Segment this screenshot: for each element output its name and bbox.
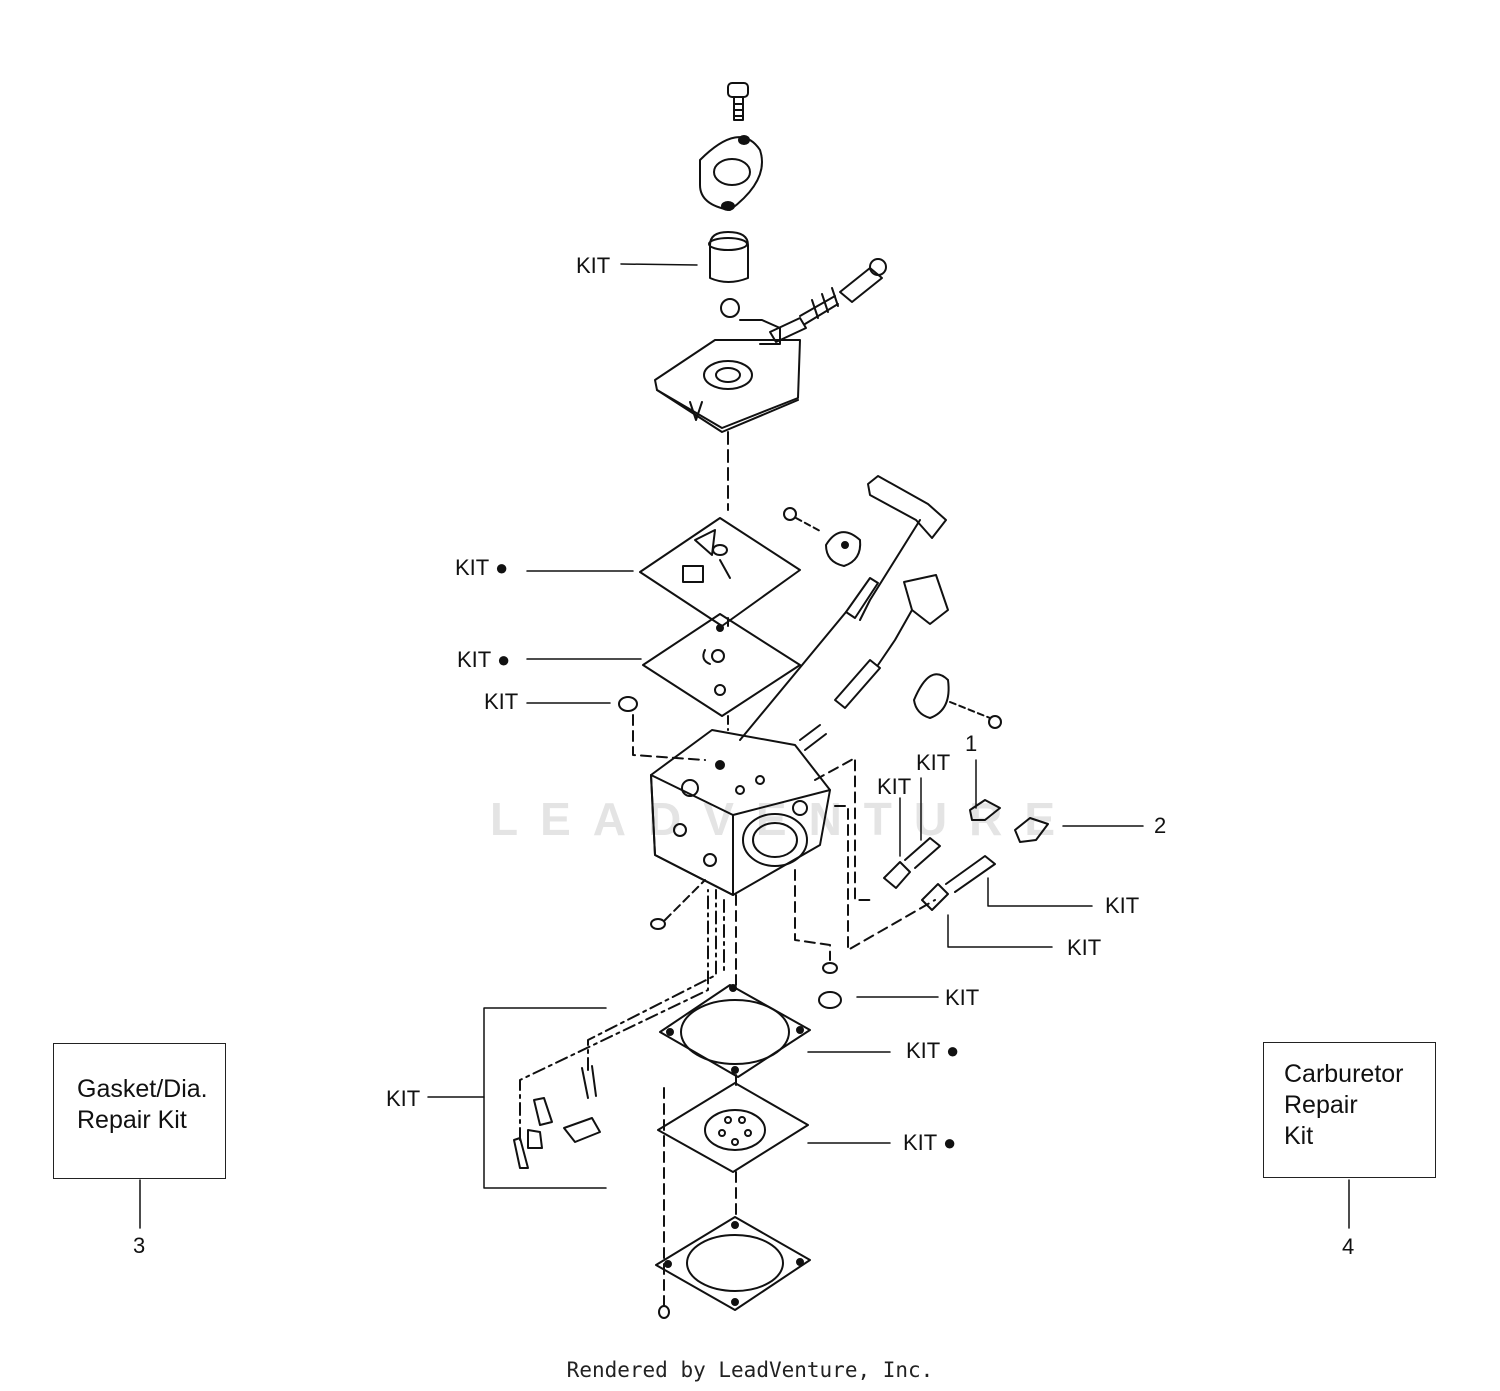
kit-label-gasket-upper: KIT ● (455, 555, 508, 580)
check-valve-part (720, 298, 740, 318)
kit-label-diaphragm: KIT ● (457, 647, 510, 672)
small-washer-part (618, 696, 638, 712)
carb-kit-line-1: Carburetor (1284, 1060, 1404, 1088)
kit-label-needle-high: KIT (916, 750, 950, 775)
metering-needle-part (769, 258, 887, 343)
side-screw-part (650, 918, 666, 930)
kit-label-inlet-needle: KIT (386, 1086, 420, 1111)
carb-kit-line-3: Kit (1284, 1122, 1314, 1150)
kit-label-needle-low: KIT (877, 774, 911, 799)
carb-kit-line-2: Repair (1284, 1091, 1358, 1119)
pump-diaphragm-part (657, 1082, 809, 1173)
gasket-kit-line-2: Repair Kit (77, 1106, 187, 1134)
kit-label-spring-high: KIT (1105, 893, 1139, 918)
kit-label-pump-diaphragm: KIT ● (903, 1130, 956, 1155)
callout-3: 3 (133, 1233, 145, 1258)
welch-plug-part (818, 991, 842, 1009)
bottom-screw-part (658, 1305, 670, 1319)
choke-shaft-part (799, 574, 1002, 751)
bottom-cover-part (655, 1216, 811, 1311)
pump-body-part (654, 319, 801, 433)
inlet-needle-parts (513, 1065, 601, 1169)
primer-bulb-part (708, 231, 749, 283)
fuel-screen-part (822, 962, 838, 974)
kit-label-pump-gasket: KIT ● (906, 1038, 959, 1063)
throttle-shaft-part (783, 475, 947, 621)
leader-lines (139, 263, 1350, 1229)
kit-label-primer: KIT (576, 253, 610, 278)
top-screw-part (727, 82, 749, 121)
gasket-upper-part (639, 517, 801, 627)
gasket-kit-line-1: Gasket/Dia. (77, 1075, 208, 1103)
kit-label-spring-low: KIT (1067, 935, 1101, 960)
metering-diaphragm-part (642, 613, 801, 717)
gasket-diaphragm-kit-box[interactable]: Gasket/Dia. Repair Kit (53, 1043, 226, 1179)
carburetor-body-part (650, 729, 831, 896)
adjustment-needles-part (883, 799, 1049, 911)
watermark: LEADVENTURE (490, 793, 1078, 845)
pump-cover-part (699, 135, 763, 211)
callout-4: 4 (1342, 1234, 1354, 1259)
carburetor-repair-kit-box[interactable]: Carburetor Repair Kit (1263, 1042, 1436, 1178)
kit-label-washer: KIT (484, 689, 518, 714)
callout-2: 2 (1154, 813, 1166, 838)
footer-credit: Rendered by LeadVenture, Inc. (566, 1358, 934, 1382)
pump-gasket-part (659, 984, 811, 1078)
kit-label-welch-plug: KIT (945, 985, 979, 1010)
callout-1: 1 (965, 731, 977, 756)
